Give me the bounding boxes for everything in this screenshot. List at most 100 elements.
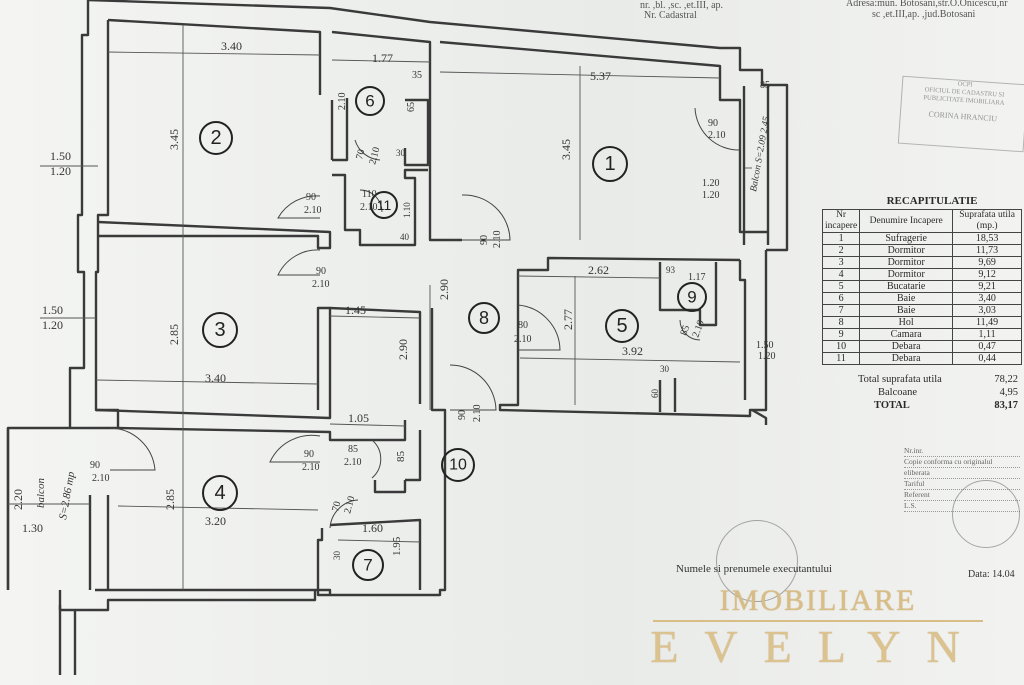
room-5-number: 5 [616, 315, 627, 337]
door-label-balcony-right: 90 [708, 118, 718, 129]
dim-150-b: 1.50 [42, 303, 63, 317]
recap-cell-nr: 9 [821, 328, 861, 341]
dim-345-room2: 3.45 [167, 129, 181, 150]
recap-cell-name: Debara [859, 340, 954, 353]
dim-120-r1: 1.20 [702, 178, 720, 189]
cert-line2: Copie conforma cu originalul [904, 457, 1020, 468]
dim-130: 1.30 [22, 521, 43, 535]
room-4-circle [202, 475, 238, 511]
executant-name-label: Numele si prenumele executantului [676, 563, 833, 575]
door-label-balconyb: 2.10 [92, 473, 110, 484]
door-swing-3 [277, 249, 321, 276]
room-3-number: 3 [214, 319, 225, 341]
wall-pantry9 [658, 262, 718, 327]
recap-table-section: RECAPITULATIE Nr incapere Denumire Incap… [821, 195, 1022, 365]
room-11-number: 11 [377, 197, 392, 213]
dim-220: 2.20 [11, 489, 25, 510]
recap-cell-name: Debara [859, 352, 954, 365]
door-label-3b: 2.10 [312, 279, 330, 290]
recap-cell-nr: 11 [821, 352, 861, 365]
door-label-10b: 2.10 [344, 457, 362, 468]
dim-340-mid: 3.40 [205, 371, 226, 385]
recap-cell-nr: 4 [821, 268, 861, 281]
door-label-11b: 2.10 [360, 202, 378, 213]
room-11-circle [370, 191, 398, 219]
door-label-balcony-rightb: 2.10 [708, 130, 726, 141]
recap-cell-area: 3,40 [952, 292, 1022, 305]
dim-262: 2.62 [588, 263, 609, 277]
dim-210-room6: 2.10 [337, 93, 348, 111]
dim-285-room3: 2.85 [167, 324, 181, 345]
header-cadastral: Nr. Cadastral [644, 10, 697, 21]
dim-60: 60 [650, 389, 660, 399]
total-useful-value: 78,22 [994, 374, 1018, 385]
header-address-right-1: Adresa:mun. Botosani,str.O.Onicescu,nr [846, 0, 1008, 9]
dim-150-r: 1.50 [756, 340, 774, 351]
room-1-number: 1 [604, 153, 615, 175]
door-swing-7 [329, 499, 359, 529]
recap-cell-area: 1,11 [952, 328, 1022, 341]
room-5-circle [605, 309, 639, 343]
wall-bath6-right [403, 98, 430, 167]
recap-cell-name: Camara [859, 328, 954, 341]
dim-line-177 [331, 59, 431, 63]
door-swing-8-top [461, 194, 511, 241]
balcony-left-area: S=2.86 mp [57, 470, 77, 520]
room-9-circle [677, 282, 707, 312]
room-1-circle [592, 146, 628, 182]
recap-cell-area: 0,44 [952, 352, 1022, 365]
dim-40: 40 [400, 232, 410, 242]
door-label-8bottom: 90 [457, 410, 468, 420]
dim-110: 1.10 [402, 202, 412, 218]
recap-cell-area: 0,47 [952, 340, 1022, 353]
dim-345-room1: 3.45 [559, 139, 573, 160]
recap-cell-name: Sufragerie [859, 232, 954, 245]
door-label-8topb: 2.10 [492, 231, 503, 249]
wall-room4-bottom [95, 528, 332, 597]
door-label-6: 70 [354, 148, 367, 161]
agency-watermark: IMOBILIARE EVELYN [648, 584, 988, 673]
watermark-divider [653, 620, 983, 622]
dim-line-340-mid [95, 379, 319, 385]
recap-table: Nr incapere Denumire Incapere Suprafata … [821, 209, 1022, 365]
recap-cell-area: 11,49 [952, 316, 1022, 329]
door-swing-4 [269, 434, 321, 463]
dim-105: 1.05 [348, 411, 369, 425]
dim-120-r2: 1.20 [702, 190, 720, 201]
door-label-4b: 2.10 [302, 462, 320, 473]
balcony-left-label: balcon [35, 478, 47, 508]
balcony-left-inner [88, 495, 110, 590]
recap-header-row: Nr incapere Denumire Incapere Suprafata … [821, 209, 1022, 233]
recap-cell-name: Dormitor [859, 256, 954, 269]
door-label-7: 70 [330, 500, 343, 513]
door-label-balcony: 90 [90, 460, 100, 471]
recap-cell-area: 18,53 [952, 232, 1022, 245]
door-label-7b: 2.10 [342, 495, 357, 515]
recap-cell-area: 3,03 [952, 304, 1022, 317]
cert-line3: eliberata [904, 468, 1020, 479]
wall-chimney [658, 378, 677, 412]
recap-cell-name: Dormitor [859, 268, 954, 281]
kitchen-walls [498, 250, 768, 418]
dim-537: 5.37 [590, 69, 611, 83]
cert-line1: Nr.inr. [904, 446, 1020, 457]
dim-145: 1.45 [345, 303, 366, 317]
recap-cell-nr: 1 [821, 232, 861, 245]
door-label-6b: 2.10 [367, 146, 382, 166]
recap-cell-nr: 2 [821, 244, 861, 257]
wall-2-3 [97, 220, 332, 250]
dim-160: 1.60 [362, 521, 383, 535]
dim-117: 1.17 [688, 272, 706, 283]
recap-cell-area: 9,69 [952, 256, 1022, 269]
door-swing-8-bottom [449, 364, 497, 411]
recap-cell-nr: 7 [821, 304, 861, 317]
room-3-circle [202, 312, 238, 348]
recap-header-area: Suprafata utila (mp.) [952, 209, 1022, 233]
round-stamp-right [952, 480, 1020, 548]
recap-cell-area: 9,12 [952, 268, 1022, 281]
